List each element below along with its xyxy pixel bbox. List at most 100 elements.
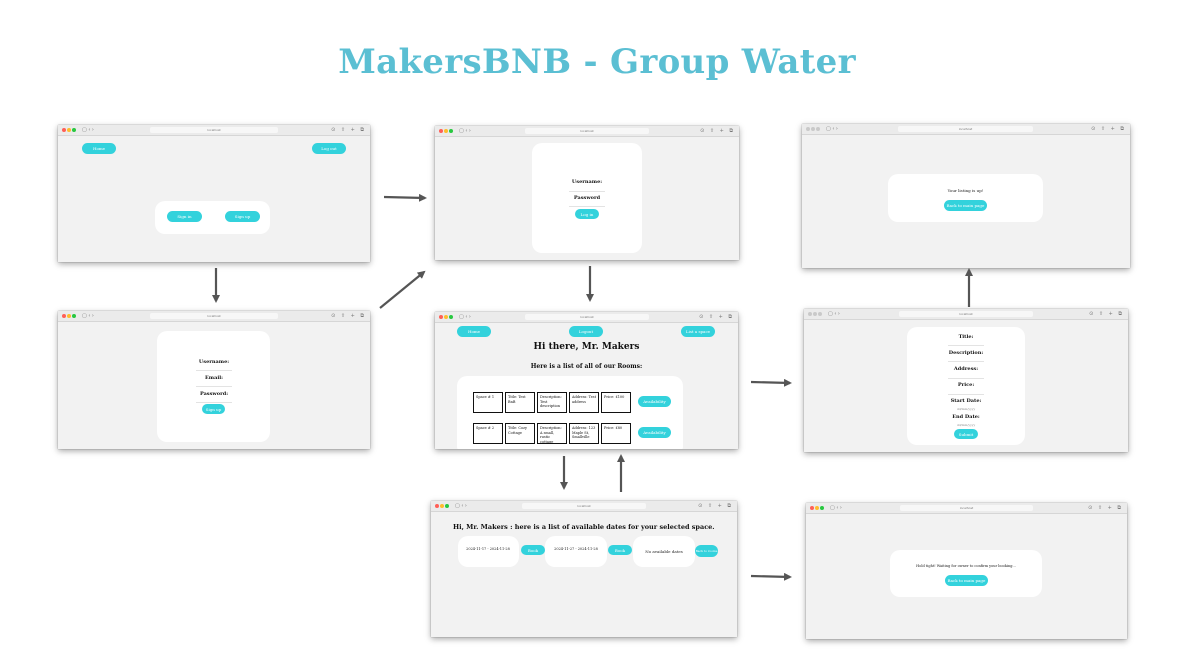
availability-heading: Hi, Mr. Makers : here is a list of avail… xyxy=(453,523,715,531)
nav-icons[interactable]: ▢ ‹ › xyxy=(828,311,840,317)
arrow-landing-to-login xyxy=(383,193,427,202)
availability-screen: ▢ ‹ › localhost ⊙ ⇪ + ⧉ Hi, Mr. Makers :… xyxy=(431,501,737,637)
book-button[interactable]: Book xyxy=(521,545,545,555)
nav-icons[interactable]: ▢ ‹ › xyxy=(459,128,471,134)
address-field[interactable] xyxy=(948,378,984,379)
sign-in-button[interactable]: Sign in xyxy=(167,211,202,222)
sign-up-button[interactable]: Sign up xyxy=(225,211,260,222)
rooms-screen: ▢ ‹ › localhost ⊙ ⇪ + ⧉ Home Logout List… xyxy=(435,312,738,449)
booking-pending-screen: ▢ ‹ › localhost ⊙ ⇪ + ⧉ Hold tight! Wait… xyxy=(806,503,1127,639)
end-date-label: End Date: xyxy=(952,414,980,420)
login-screen: ▢ ‹ › localhost ⊙ ⇪ + ⧉ Username: Passwo… xyxy=(435,126,739,260)
window-controls[interactable] xyxy=(810,506,828,510)
nav-icons[interactable]: ▢ ‹ › xyxy=(830,505,842,511)
username-field[interactable] xyxy=(196,370,232,371)
page-title: MakersBNB - Group Water xyxy=(338,42,856,82)
email-field[interactable] xyxy=(196,386,232,387)
message-card xyxy=(890,550,1042,597)
signup-screen: ▢ ‹ › localhost ⊙ ⇪ + ⧉ Username: Email:… xyxy=(58,311,370,449)
title-bar: ▢ ‹ › localhost ⊙ ⇪ + ⧉ xyxy=(435,312,738,323)
title-bar: ▢ ‹ › localhost ⊙ ⇪ + ⧉ xyxy=(58,125,370,136)
start-date-label: Start Date: xyxy=(950,398,982,404)
title-bar: ▢ ‹ › localhost ⊙ ⇪ + ⧉ xyxy=(58,311,370,322)
date-range: 2024-11-27 - 2024-11-28 xyxy=(554,547,598,551)
window-controls[interactable] xyxy=(62,128,80,132)
username-label: Username: xyxy=(198,359,230,365)
nav-icons[interactable]: ▢ ‹ › xyxy=(455,503,467,509)
nav-icons[interactable]: ▢ ‹ › xyxy=(82,313,94,319)
password-label: Password: xyxy=(199,391,229,397)
title-bar: ▢ ‹ › localhost ⊙ ⇪ + ⧉ xyxy=(435,126,739,137)
title-bar: ▢ ‹ › localhost ⊙ ⇪ + ⧉ xyxy=(806,503,1127,514)
message-card xyxy=(888,174,1043,222)
rooms-subtitle: Here is a list of all of our Rooms: xyxy=(530,363,643,370)
address-bar[interactable]: localhost xyxy=(525,128,649,134)
arrow-availability-to-booking xyxy=(750,572,792,581)
username-field[interactable] xyxy=(569,191,605,192)
back-to-main-button[interactable]: Back to main page xyxy=(945,575,988,586)
toolbar-icons[interactable]: ⊙ ⇪ + ⧉ xyxy=(699,314,734,320)
list-space-button[interactable]: List a space xyxy=(681,326,715,337)
description-cell: Description: Test description xyxy=(537,392,567,413)
price-cell: Price: £80 xyxy=(601,423,631,444)
space-number-cell: Space # 2 xyxy=(473,423,503,444)
window-controls[interactable] xyxy=(435,504,453,508)
address-bar[interactable]: localhost xyxy=(525,314,649,320)
home-button[interactable]: Home xyxy=(457,326,491,337)
logout-button[interactable]: Logout xyxy=(569,326,603,337)
toolbar-icons[interactable]: ⊙ ⇪ + ⧉ xyxy=(700,128,735,134)
toolbar-icons[interactable]: ⊙ ⇪ + ⧉ xyxy=(1091,126,1126,132)
title-label: Title: xyxy=(958,334,974,340)
availability-button[interactable]: Availability xyxy=(638,396,671,407)
title-field[interactable] xyxy=(948,345,984,346)
availability-button[interactable]: Availability xyxy=(638,427,671,438)
nav-icons[interactable]: ▢ ‹ › xyxy=(826,126,838,132)
price-field[interactable] xyxy=(948,394,984,395)
login-submit-button[interactable]: Log in xyxy=(575,209,599,219)
address-bar[interactable]: localhost xyxy=(522,503,646,509)
address-bar[interactable]: localhost xyxy=(150,127,278,133)
new-listing-screen: ▢ ‹ › localhost ⊙ ⇪ + ⧉ Title: Descripti… xyxy=(804,309,1128,452)
back-to-rooms-button[interactable]: Back to rooms xyxy=(695,545,718,557)
arrow-signup-to-login xyxy=(379,270,426,309)
toolbar-icons[interactable]: ⊙ ⇪ + ⧉ xyxy=(698,503,733,509)
nav-icons[interactable]: ▢ ‹ › xyxy=(82,127,94,133)
username-label: Username: xyxy=(571,179,603,185)
submit-listing-button[interactable]: Submit xyxy=(954,429,978,439)
address-label: Address: xyxy=(953,366,979,372)
signup-submit-button[interactable]: Sign up xyxy=(202,404,225,414)
greeting-heading: Hi there, Mr. Makers xyxy=(533,342,640,352)
title-bar: ▢ ‹ › localhost ⊙ ⇪ + ⧉ xyxy=(431,501,737,512)
nav-icons[interactable]: ▢ ‹ › xyxy=(459,314,471,320)
toolbar-icons[interactable]: ⊙ ⇪ + ⧉ xyxy=(331,127,366,133)
window-controls[interactable] xyxy=(439,129,457,133)
book-button[interactable]: Book xyxy=(608,545,632,555)
end-date-field[interactable]: dd/mm/yyyy xyxy=(956,423,976,427)
address-bar[interactable]: localhost xyxy=(150,313,278,319)
address-bar[interactable]: localhost xyxy=(898,126,1033,132)
toolbar-icons[interactable]: ⊙ ⇪ + ⧉ xyxy=(1088,505,1123,511)
address-bar[interactable]: localhost xyxy=(899,311,1033,317)
start-date-field[interactable]: dd/mm/yyyy xyxy=(956,407,976,411)
window-controls[interactable] xyxy=(439,315,457,319)
window-controls[interactable] xyxy=(808,312,826,316)
password-field[interactable] xyxy=(569,206,605,207)
address-bar[interactable]: localhost xyxy=(900,505,1033,511)
password-field[interactable] xyxy=(196,402,232,403)
toolbar-icons[interactable]: ⊙ ⇪ + ⧉ xyxy=(331,313,366,319)
window-controls[interactable] xyxy=(806,127,824,131)
home-button[interactable]: Home xyxy=(82,143,116,154)
address-cell: Address: Test address xyxy=(569,392,599,413)
logout-button[interactable]: Log out xyxy=(312,143,346,154)
title-bar: ▢ ‹ › localhost ⊙ ⇪ + ⧉ xyxy=(804,309,1128,320)
no-dates-text: No available dates xyxy=(645,549,683,554)
description-label: Description: xyxy=(948,350,984,356)
price-label: Price: xyxy=(957,382,975,388)
back-to-main-button[interactable]: Back to main page xyxy=(944,200,987,211)
window-controls[interactable] xyxy=(62,314,80,318)
description-field[interactable] xyxy=(948,361,984,362)
title-cell: Title: Test BnB xyxy=(505,392,535,413)
toolbar-icons[interactable]: ⊙ ⇪ + ⧉ xyxy=(1089,311,1124,317)
listing-confirmation-screen: ▢ ‹ › localhost ⊙ ⇪ + ⧉ Your listing is … xyxy=(802,124,1130,268)
booking-pending-message: Hold tight! Waiting for owner to confirm… xyxy=(916,564,1016,568)
